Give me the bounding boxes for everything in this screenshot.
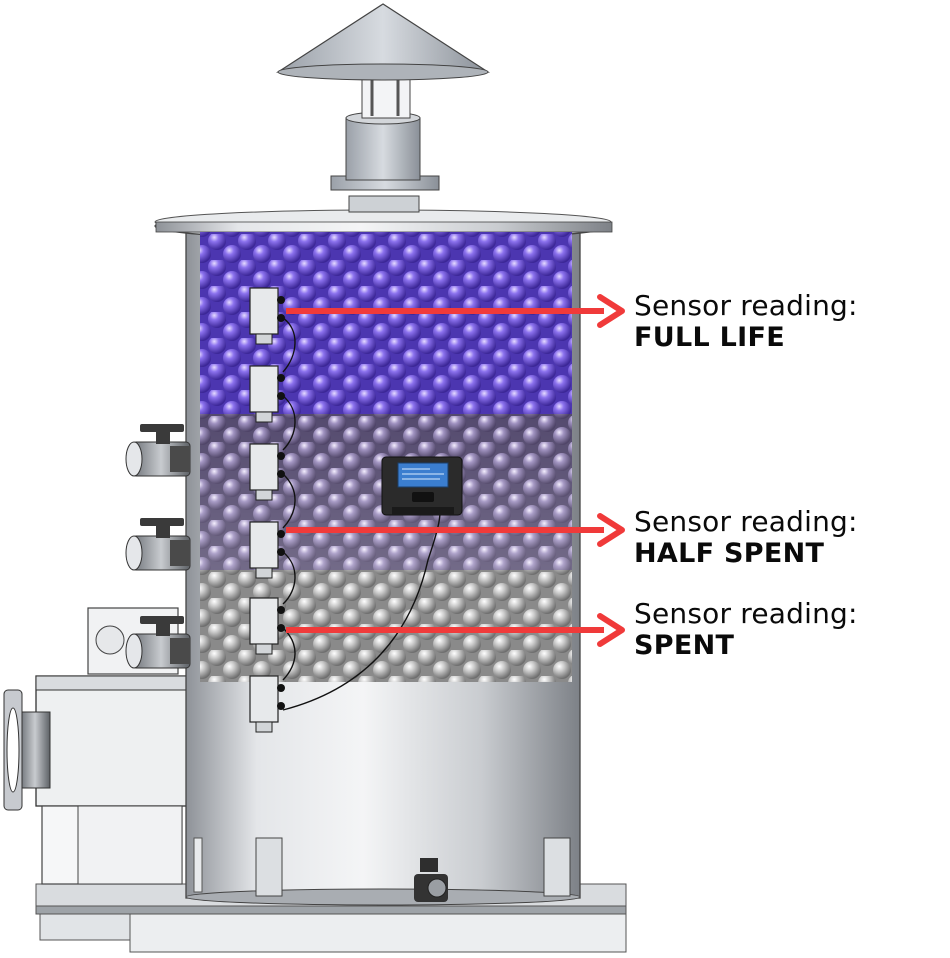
sample-valves	[125, 424, 191, 669]
sensor-probe	[249, 287, 285, 345]
reading-arrows	[286, 294, 625, 647]
full-life-arrow-head	[597, 294, 625, 328]
sensor-reading-caption: Sensor reading:	[634, 597, 858, 630]
spent-status: SPENT	[634, 630, 735, 661]
half-spent-arrow-head	[597, 513, 625, 547]
sensor-wiring	[282, 317, 441, 711]
label-half-spent: Sensor reading: HALF SPENT	[634, 506, 858, 570]
side-inlet-housing	[3, 607, 189, 885]
valve-icon	[125, 616, 191, 669]
sensor-probe	[249, 443, 285, 501]
exhaust-stack	[275, 3, 491, 213]
sensor-reading-caption: Sensor reading:	[634, 505, 858, 538]
valve-icon	[125, 424, 191, 477]
valve-icon	[125, 518, 191, 571]
full-life-status: FULL LIFE	[634, 322, 786, 353]
spent-arrow-head	[597, 613, 625, 647]
label-full-life: Sensor reading: FULL LIFE	[634, 290, 858, 354]
sensor-probes	[249, 287, 285, 733]
drain-valve-icon	[414, 858, 448, 902]
sensor-probe	[249, 365, 285, 423]
sensor-probe	[249, 675, 285, 733]
sensor-probe	[249, 597, 285, 655]
sensor-probe	[249, 521, 285, 579]
label-spent: Sensor reading: SPENT	[634, 598, 858, 662]
controller-unit	[381, 456, 463, 516]
sensor-reading-caption: Sensor reading:	[634, 289, 858, 322]
controller-screen	[397, 462, 449, 488]
half-spent-status: HALF SPENT	[634, 538, 825, 569]
